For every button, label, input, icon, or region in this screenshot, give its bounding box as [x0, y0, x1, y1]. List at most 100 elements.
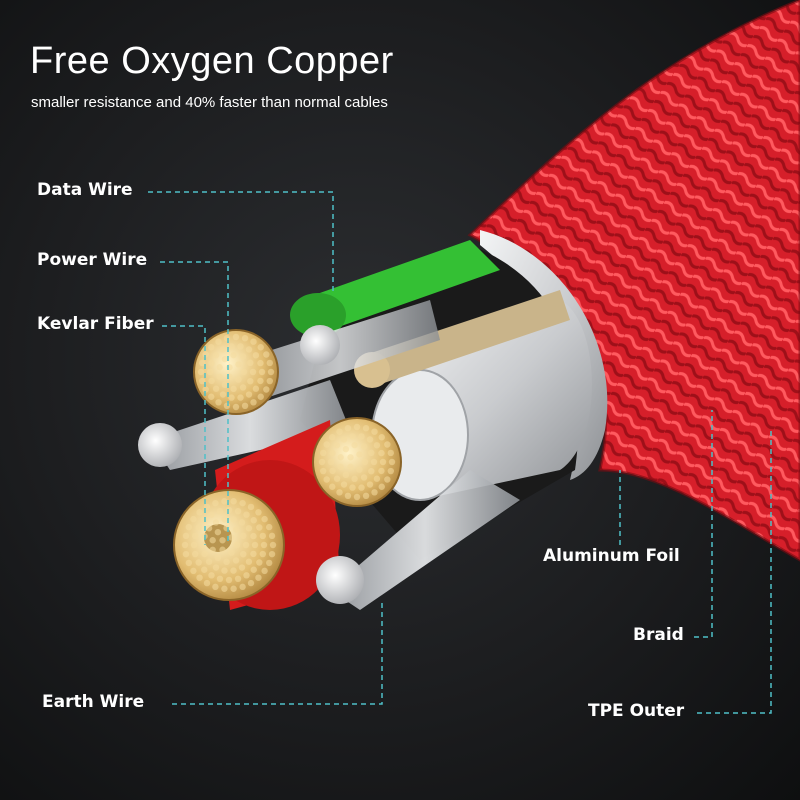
strand-dot — [221, 516, 228, 523]
strand-dot — [202, 386, 209, 393]
strand-dot — [329, 449, 336, 457]
strand-dot — [212, 385, 220, 392]
strand-dot — [319, 449, 327, 457]
strand-dot — [221, 498, 228, 505]
strand-dot — [259, 550, 267, 558]
strand-dot — [366, 436, 374, 443]
strand-dot — [351, 475, 358, 483]
strand-dot — [215, 338, 222, 345]
strand-dot — [223, 402, 231, 410]
strand-dot — [223, 558, 230, 566]
strand-dot — [212, 352, 220, 359]
strand-dot — [329, 483, 336, 490]
strand-dot — [202, 351, 209, 358]
strand-dot — [344, 492, 352, 500]
strand-dot — [245, 346, 253, 353]
strand-dot — [247, 359, 254, 367]
strand-dot — [358, 433, 365, 440]
strand-dot — [208, 377, 215, 385]
strand-dot — [181, 541, 189, 549]
strand-dot — [260, 541, 268, 549]
strand-dot — [247, 579, 255, 587]
strand-dot — [268, 532, 276, 540]
strand-dot — [257, 393, 264, 400]
strand-dot — [250, 517, 257, 524]
strand-dot — [239, 353, 247, 360]
strand-dot — [329, 467, 336, 475]
strand-dot — [356, 451, 363, 458]
strand-dot — [257, 344, 264, 351]
strand-dot — [228, 343, 235, 350]
strand-dot — [212, 583, 219, 591]
strand-dot — [388, 458, 396, 466]
strand-dot — [323, 441, 330, 448]
leader-kevlar-fiber — [162, 325, 206, 545]
strand-dot — [239, 499, 246, 507]
strand-dot — [182, 550, 190, 558]
strand-dot — [195, 524, 202, 531]
strand-dot — [238, 564, 246, 571]
strand-dot — [347, 463, 354, 470]
strand-dot — [257, 359, 264, 367]
strand-dot — [387, 467, 395, 475]
strand-dot — [256, 559, 263, 566]
strand-dot — [362, 492, 370, 500]
strand-dot — [255, 509, 262, 516]
label-earth-wire: Earth Wire — [42, 692, 145, 712]
strand-dot — [221, 381, 229, 389]
strand-dot — [223, 334, 231, 342]
strand-dot — [362, 424, 370, 432]
strand-dot — [190, 567, 197, 575]
strand-dot — [333, 442, 341, 449]
strand-dot — [228, 534, 235, 541]
strand-dot — [245, 525, 253, 532]
page-title: Free Oxygen Copper — [30, 40, 394, 82]
strand-dot — [239, 384, 247, 391]
leader-tpe-outer — [697, 430, 772, 714]
strand-dot — [319, 467, 327, 475]
strand-dot — [215, 399, 222, 406]
strand-dot — [196, 509, 203, 516]
strand-dot — [208, 511, 215, 518]
strand-dot — [241, 334, 249, 342]
strand-dot — [232, 526, 240, 533]
label-tpe-outer: TPE Outer — [588, 701, 685, 721]
strand-dot — [267, 368, 275, 376]
strand-dot — [336, 428, 343, 435]
strand-dot — [263, 386, 270, 393]
strand-dot — [214, 554, 222, 562]
strand-dot — [196, 574, 203, 581]
strand-dot — [185, 523, 193, 531]
strand-dot — [255, 574, 262, 581]
strand-dot — [216, 364, 223, 371]
strand-dot — [384, 476, 391, 483]
strand-dot — [208, 572, 215, 579]
strand-dot — [337, 463, 344, 470]
strand-dot — [198, 377, 206, 385]
strand-dot — [243, 572, 250, 579]
strand-dot — [216, 373, 223, 380]
strand-dot — [373, 475, 381, 482]
strand-dot — [212, 564, 220, 571]
strand-dot — [225, 506, 233, 514]
strand-dot — [201, 550, 208, 558]
strand-dot — [234, 575, 242, 583]
strand-dot — [340, 436, 348, 443]
strand-dot — [256, 524, 263, 531]
strand-dot — [353, 423, 361, 431]
strand-dot — [230, 498, 237, 505]
strand-dot — [269, 541, 277, 549]
strand-dot — [266, 359, 274, 367]
leader-aluminum-foil — [619, 470, 621, 545]
strand-dot — [378, 434, 385, 441]
strand-dot — [351, 441, 358, 449]
strand-dot — [370, 458, 378, 466]
strand-dot — [219, 546, 226, 553]
strand-dot — [368, 467, 375, 475]
strand-dot — [228, 549, 235, 556]
strand-dot — [240, 368, 248, 376]
strand-dot — [221, 585, 228, 592]
strand-dots — [181, 333, 396, 592]
silver-bundle-left — [138, 423, 182, 467]
leader-earth-wire — [172, 600, 383, 705]
